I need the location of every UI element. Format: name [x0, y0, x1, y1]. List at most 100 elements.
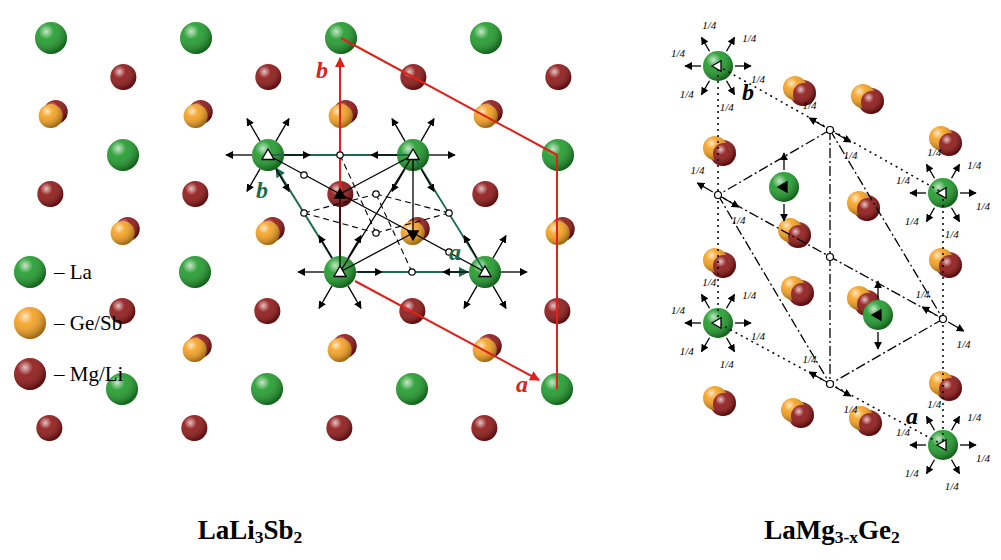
la-atom-shade — [179, 256, 211, 288]
inversion-center — [373, 230, 379, 236]
symmetry-line — [268, 155, 340, 194]
twofold-axis-arrow — [835, 133, 851, 142]
mg-li-atom — [545, 64, 571, 90]
height-label: 1/4 — [751, 73, 765, 84]
cell-axis-label: a — [906, 404, 918, 428]
twofold-axis-arrow — [702, 81, 710, 95]
mg-li-atom-body — [181, 415, 207, 441]
mg-atom — [713, 255, 735, 277]
mg-atom-body — [791, 283, 813, 305]
ge-sb-atom-body — [111, 221, 135, 245]
twofold-axis-arrow — [284, 154, 310, 155]
la-atom-body — [107, 139, 139, 171]
glide-line — [718, 130, 830, 195]
twofold-axis-arrow — [809, 118, 825, 127]
la-atom-body — [35, 22, 67, 54]
ge-sb-atom — [328, 338, 352, 362]
glide-line — [830, 130, 943, 319]
mg-li-atom-shade — [182, 181, 208, 207]
la-atom-body — [928, 178, 958, 208]
twofold-axis-arrow — [348, 236, 361, 259]
twofold-axis-arrow — [421, 119, 434, 142]
twofold-axis-arrow — [952, 164, 960, 178]
mg-atom-body — [713, 255, 735, 277]
ge-sb-atom — [39, 104, 63, 128]
symmetry-line — [340, 233, 413, 272]
twofold-axis-arrow — [464, 286, 477, 309]
symmetry-line — [340, 155, 413, 194]
twofold-axis-arrow — [685, 65, 701, 66]
twofold-axis-arrow — [910, 192, 926, 193]
threefold-axis — [262, 149, 274, 160]
mg-li-atom — [326, 415, 352, 441]
la-atom — [107, 139, 139, 171]
mg-li-atom-shade — [255, 64, 281, 90]
threefold-axis — [937, 440, 946, 450]
twofold-axis-arrow — [298, 271, 324, 272]
la-atom-shade — [251, 373, 283, 405]
twofold-axis-arrow — [276, 169, 289, 192]
symmetry-line — [376, 213, 449, 233]
height-label: 1/4 — [720, 359, 734, 370]
legend-text: – Ge/Sb — [54, 311, 122, 336]
threefold-axis — [712, 61, 721, 71]
la-atom-body — [769, 172, 799, 202]
la-atom — [863, 300, 893, 330]
cell-vector-a — [355, 281, 539, 380]
mg-atom — [791, 283, 813, 305]
twofold-axis-arrow — [835, 387, 851, 396]
mg-atom-shade — [861, 91, 883, 113]
inversion-center — [827, 254, 834, 261]
symmetry-line — [376, 194, 412, 272]
threefold-axis — [407, 149, 419, 160]
twofold-axis-arrow — [493, 236, 506, 259]
ge-sb-atom-body — [183, 338, 207, 362]
ge-sb-atom-shade — [111, 221, 135, 245]
height-label: 1/4 — [671, 305, 685, 316]
mg-li-atom-body — [545, 64, 571, 90]
twofold-axis-arrow — [319, 286, 332, 309]
height-label: 1/4 — [680, 89, 694, 100]
inversion-center — [409, 269, 415, 275]
mg-li-atom-shade — [181, 415, 207, 441]
la-atom-shade — [469, 256, 501, 288]
legend-text: – Mg/Li — [54, 362, 123, 387]
twofold-axis-arrow — [319, 236, 332, 259]
la-atom-shade — [396, 373, 428, 405]
height-label: 1/4 — [742, 289, 756, 300]
height-label: 1/4 — [844, 403, 858, 414]
threefold-axis — [334, 266, 346, 277]
ge-sb-atom — [111, 221, 135, 245]
mg-li-atom-shade — [254, 298, 280, 324]
twofold-axis-arrow — [392, 119, 405, 142]
twofold-axis-arrow — [727, 338, 735, 352]
twofold-axis-arrow — [727, 294, 735, 308]
height-label: 1/4 — [927, 398, 941, 409]
height-label: 1/4 — [896, 175, 910, 186]
twofold-axis-arrow — [392, 169, 405, 192]
threefold-axis — [778, 182, 787, 192]
threefold-axis — [937, 188, 946, 198]
twofold-axis-arrow — [429, 154, 455, 155]
twofold-axis-arrow — [226, 154, 252, 155]
glide-line — [830, 319, 943, 384]
inversion-center — [827, 127, 834, 134]
inversion-center — [301, 210, 307, 216]
twofold-axis-arrow — [727, 37, 735, 51]
height-label: 1/4 — [927, 146, 941, 157]
cell-axis-label: a — [516, 372, 528, 396]
height-label: 1/4 — [945, 229, 959, 240]
la-atom — [35, 22, 67, 54]
twofold-axis-arrow — [421, 169, 434, 192]
twofold-axis-arrow — [922, 307, 938, 316]
twofold-axis-arrow — [735, 65, 751, 66]
twofold-axis-arrow — [809, 372, 825, 381]
mg-li-atom-body — [326, 415, 352, 441]
unit-cell-edge — [556, 155, 558, 389]
height-label: 1/4 — [905, 468, 919, 479]
la-atom — [179, 256, 211, 288]
mg-li-atom — [471, 415, 497, 441]
threefold-axis — [408, 231, 418, 240]
la-atom-body — [179, 256, 211, 288]
